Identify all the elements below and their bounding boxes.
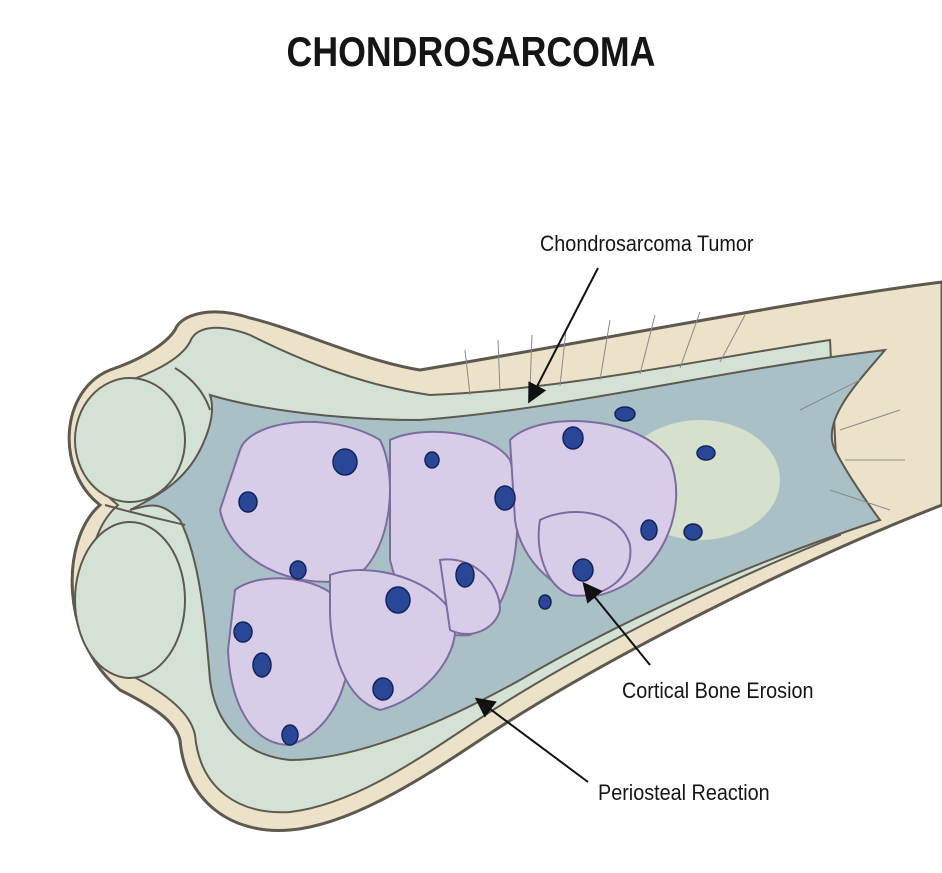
upper-condyle (74, 377, 186, 503)
periosteal-spicules (464, 311, 905, 511)
label-cortical-erosion: Cortical Bone Erosion (622, 678, 814, 703)
tumor-arrow (528, 267, 599, 404)
lower-condyle (74, 521, 186, 679)
label-periosteal-reaction: Periosteal Reaction (598, 780, 770, 805)
periosteal-arrow (474, 697, 589, 783)
label-tumor: Chondrosarcoma Tumor (540, 231, 754, 256)
tumor-nuclei (233, 406, 716, 746)
diagram-title: CHONDROSARCOMA (286, 28, 656, 75)
erosion-arrow (582, 581, 651, 666)
